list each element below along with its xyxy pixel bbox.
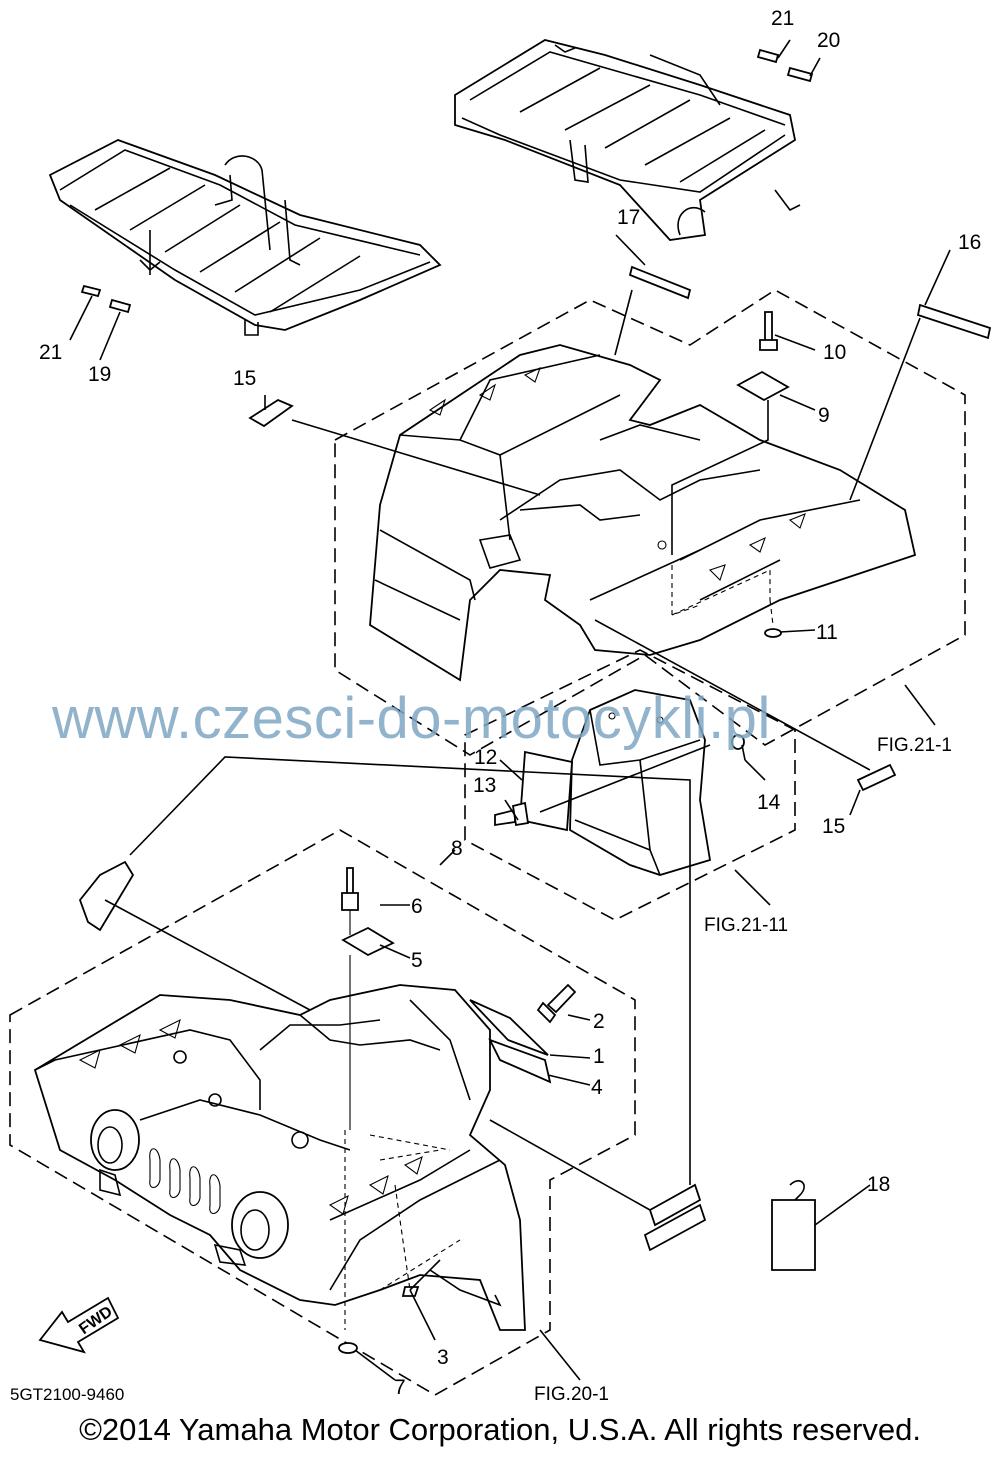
- callout-12: 12: [474, 746, 498, 769]
- part-10-rivet: [759, 311, 778, 351]
- part-9-plate: [736, 370, 790, 402]
- leader-lines: [104, 234, 951, 1381]
- callout-3: 3: [437, 1346, 449, 1369]
- part-16-emblem: [916, 303, 992, 340]
- callout-13: 13: [473, 774, 497, 797]
- callout-9: 9: [818, 404, 830, 427]
- part-17-emblem: [628, 265, 692, 300]
- part-4-plate: [488, 1038, 552, 1084]
- callout-4: 4: [591, 1076, 603, 1099]
- callout-5: 5: [411, 949, 423, 972]
- callout-8: 8: [451, 837, 463, 860]
- callout-19: 19: [88, 363, 112, 386]
- part-15-badge: [856, 763, 897, 792]
- part-15-label: [248, 398, 294, 428]
- part-6-rivet: [346, 867, 354, 896]
- part-11-washer: [764, 628, 782, 638]
- callout-20: 20: [817, 29, 841, 52]
- callout-18: 18: [867, 1173, 891, 1196]
- callout-21-top: 21: [771, 7, 795, 30]
- callout-17: 17: [617, 206, 641, 229]
- front-carrier-rack: [48, 139, 442, 336]
- callout-15-top: 15: [233, 367, 257, 390]
- callout-1: 1: [593, 1045, 605, 1068]
- mudguard-group-box: [464, 649, 796, 921]
- callout-14: 14: [757, 791, 781, 814]
- fig-ref-21-1[interactable]: FIG.21-1: [877, 735, 952, 756]
- front-fender-group-box: [9, 829, 636, 1396]
- part-18-tag: [771, 1180, 816, 1271]
- fig-ref-20-1[interactable]: FIG.20-1: [534, 1384, 609, 1405]
- front-side-cover: [78, 860, 135, 932]
- callout-16: 16: [958, 231, 982, 254]
- part-8-grizzly-emblem: [643, 1183, 707, 1252]
- part-2-rivet: [546, 983, 577, 1014]
- small-labels: [69, 39, 821, 361]
- fig-ref-21-11[interactable]: FIG.21-11: [704, 915, 789, 936]
- callout-10: 10: [823, 341, 847, 364]
- rear-mudguard: [569, 689, 712, 876]
- part-1-plate: [469, 999, 549, 1056]
- part-14-washer: [731, 734, 745, 750]
- callout-21-left: 21: [39, 341, 63, 364]
- callout-2: 2: [593, 1010, 605, 1033]
- fwd-arrow-icon: [38, 1296, 120, 1354]
- front-fender: [33, 984, 526, 1331]
- rear-carrier-rack: [454, 39, 801, 241]
- part-7-washer: [338, 1342, 358, 1354]
- watermark-text: www.czesci-do-motocykli.pl: [52, 686, 771, 751]
- callout-15-bottom: 15: [822, 815, 846, 838]
- callout-6: 6: [411, 895, 423, 918]
- copyright-notice: ©2014 Yamaha Motor Corporation, U.S.A. A…: [79, 1412, 921, 1447]
- callout-11: 11: [816, 621, 838, 644]
- callout-7: 7: [394, 1376, 406, 1399]
- rear-fender-group-box: [334, 289, 966, 756]
- rear-fender: [369, 344, 917, 682]
- part-13-rivet: [494, 808, 516, 827]
- part-5-plate: [341, 926, 395, 957]
- diagram-code: 5GT2100-9460: [10, 1385, 125, 1404]
